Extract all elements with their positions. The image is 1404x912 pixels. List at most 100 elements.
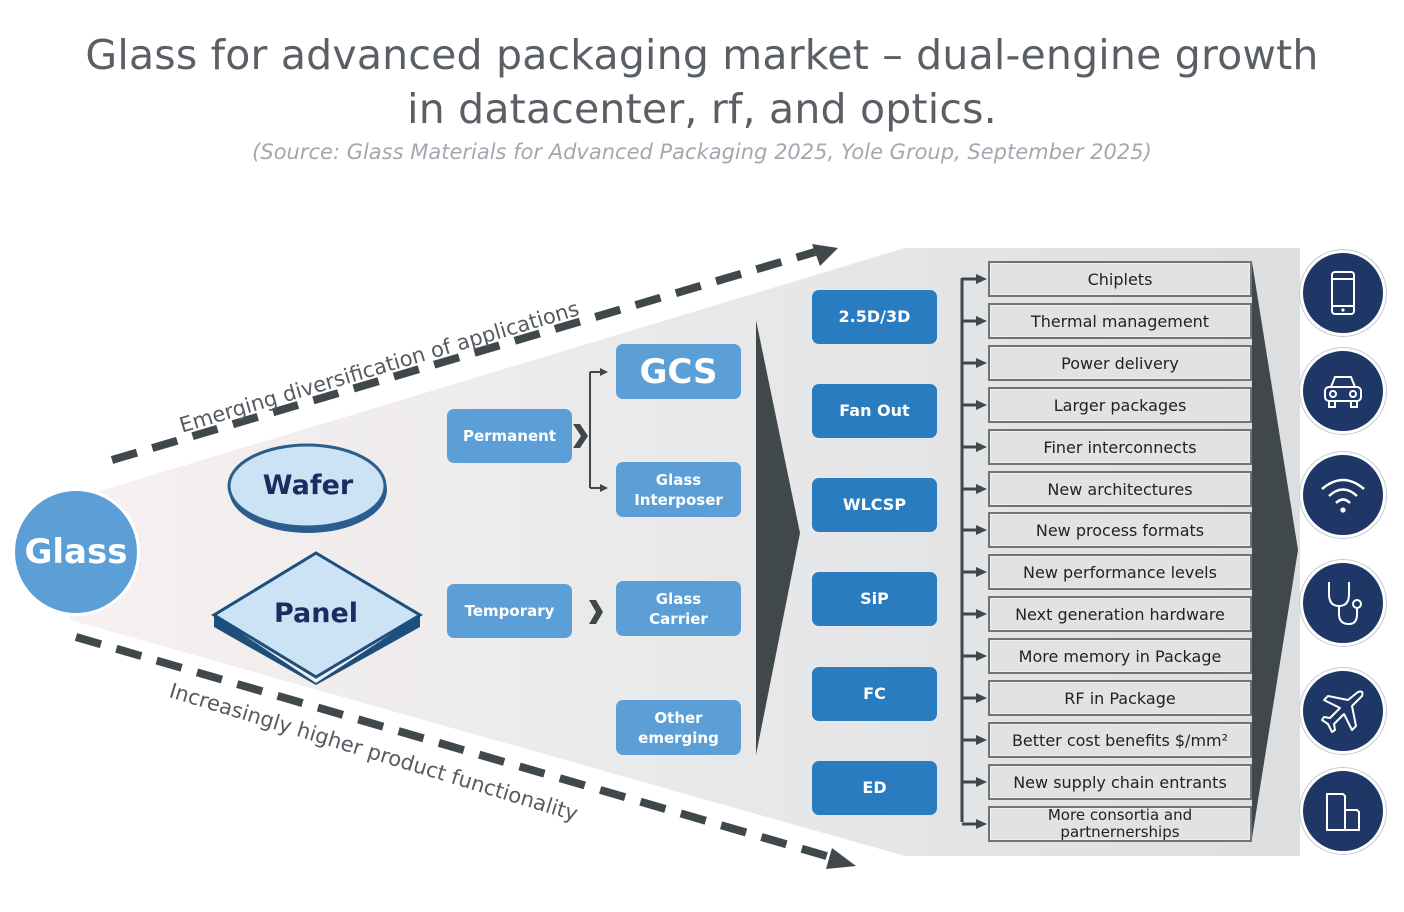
title-line-1: Glass for advanced packaging market – du… — [85, 31, 1319, 79]
market-icon-circle — [1300, 250, 1386, 336]
benefit-item: New architectures — [988, 471, 1252, 507]
temporary-box: Temporary — [447, 584, 572, 638]
smartphone-icon — [1323, 268, 1363, 318]
glass-interposer-box: Glass Interposer — [616, 462, 741, 517]
panel-side — [214, 615, 420, 685]
other-label-line2: emerging — [638, 728, 719, 747]
carrier-label-line2: Carrier — [649, 609, 708, 628]
benefit-arrowhead-icon — [976, 693, 987, 703]
benefit-arrowhead-icon — [976, 819, 987, 829]
temporary-chevron-icon — [589, 600, 603, 624]
benefit-item: Next generation hardware — [988, 596, 1252, 632]
top-dashed-arrow — [110, 248, 817, 464]
building-icon — [1321, 788, 1365, 834]
benefit-arrowhead-icon — [976, 735, 987, 745]
wafer-shape — [227, 443, 387, 529]
benefit-item: More consortia and partnernerships — [988, 806, 1252, 842]
title-line-2: in datacenter, rf, and optics. — [407, 85, 997, 133]
gcs-label: GCS — [639, 351, 718, 392]
platform-label: ED — [862, 778, 887, 797]
other-label-line1: Other — [654, 708, 703, 727]
benefit-item: Larger packages — [988, 387, 1252, 423]
panel-label: Panel — [273, 598, 359, 629]
page-title: Glass for advanced packaging market – du… — [0, 28, 1404, 136]
top-arrowhead-icon — [812, 244, 838, 266]
interposer-label-line1: Glass — [655, 470, 702, 489]
gcs-box: GCS — [616, 344, 741, 399]
benefit-label: Next generation hardware — [1015, 604, 1225, 624]
benefit-arrowhead-icon — [976, 609, 987, 619]
big-chevron-2 — [1252, 262, 1298, 838]
benefit-arrowhead-icon — [976, 525, 987, 535]
market-icon-circle — [1300, 768, 1386, 854]
platform-box: Fan Out — [812, 384, 937, 438]
market-icon-circle — [1300, 560, 1386, 646]
bottom-dashed-arrow — [74, 633, 832, 861]
benefit-label: More consortia and partnernerships — [1047, 806, 1193, 841]
benefit-arrowhead-icon — [976, 484, 987, 494]
benefit-item: Finer interconnects — [988, 429, 1252, 465]
stethoscope-icon — [1321, 578, 1365, 628]
platform-label: WLCSP — [842, 495, 907, 514]
other-emerging-box: Other emerging — [616, 700, 741, 755]
benefit-item: Chiplets — [988, 261, 1252, 297]
benefit-arrowhead-icon — [976, 316, 987, 326]
benefit-item: New supply chain entrants — [988, 764, 1252, 800]
benefit-arrowhead-icon — [976, 442, 987, 452]
benefit-item: Thermal management — [988, 303, 1252, 339]
benefit-item: More memory in Package — [988, 638, 1252, 674]
wifi-icon — [1318, 473, 1368, 517]
interposer-label-line2: Interposer — [634, 490, 723, 509]
benefit-item: New performance levels — [988, 554, 1252, 590]
source-citation: (Source: Glass Materials for Advanced Pa… — [252, 140, 1152, 164]
benefit-arrowhead-icon — [976, 274, 987, 284]
benefit-label: Better cost benefits $/mm² — [1011, 730, 1229, 750]
benefit-arrowhead-icon — [976, 358, 987, 368]
benefit-label: Larger packages — [1053, 395, 1187, 415]
wafer-label: Wafer — [262, 470, 354, 501]
benefit-label: New supply chain entrants — [1013, 772, 1227, 792]
benefit-label: New architectures — [1047, 479, 1193, 499]
benefit-item: Power delivery — [988, 345, 1252, 381]
platform-box: FC — [812, 667, 937, 721]
benefit-arrowhead-icon — [976, 400, 987, 410]
platform-box: ED — [812, 761, 937, 815]
platform-label: 2.5D/3D — [838, 307, 911, 326]
benefit-item: RF in Package — [988, 680, 1252, 716]
benefit-arrowhead-icon — [976, 567, 987, 577]
benefit-label: RF in Package — [1064, 688, 1176, 708]
benefit-item: New process formats — [988, 512, 1252, 548]
permanent-box: Permanent — [447, 409, 572, 463]
platform-label: Fan Out — [839, 401, 910, 420]
carrier-label-line1: Glass — [655, 589, 702, 608]
benefit-label: Power delivery — [1061, 353, 1179, 373]
glass-carrier-box: Glass Carrier — [616, 581, 741, 636]
big-chevron-1 — [756, 320, 800, 755]
benefit-label: New process formats — [1035, 520, 1205, 540]
market-icon-circle — [1300, 452, 1386, 538]
airplane-icon — [1318, 686, 1368, 736]
car-icon — [1319, 369, 1367, 413]
market-icon-circle — [1300, 348, 1386, 434]
benefit-arrowhead-icon — [976, 777, 987, 787]
platform-box: 2.5D/3D — [812, 290, 937, 344]
benefit-label: Thermal management — [1030, 311, 1210, 331]
panel-shape — [211, 551, 423, 679]
platform-label: FC — [863, 684, 886, 703]
temporary-label: Temporary — [464, 602, 555, 620]
benefit-item: Better cost benefits $/mm² — [988, 722, 1252, 758]
platform-box: SiP — [812, 572, 937, 626]
market-icon-circle — [1300, 668, 1386, 754]
platform-box: WLCSP — [812, 478, 937, 532]
platform-label: SiP — [860, 589, 889, 608]
benefit-arrows — [962, 274, 987, 829]
permanent-chevron-icon — [573, 424, 588, 448]
glass-origin-node: Glass — [12, 488, 140, 616]
benefit-label: Finer interconnects — [1043, 437, 1197, 457]
benefit-label: New performance levels — [1023, 562, 1217, 582]
benefit-label: More memory in Package — [1018, 646, 1222, 666]
benefit-label: Chiplets — [1087, 269, 1153, 289]
benefit-arrowhead-icon — [976, 651, 987, 661]
bottom-arrowhead-icon — [826, 848, 856, 869]
permanent-label: Permanent — [462, 427, 557, 445]
